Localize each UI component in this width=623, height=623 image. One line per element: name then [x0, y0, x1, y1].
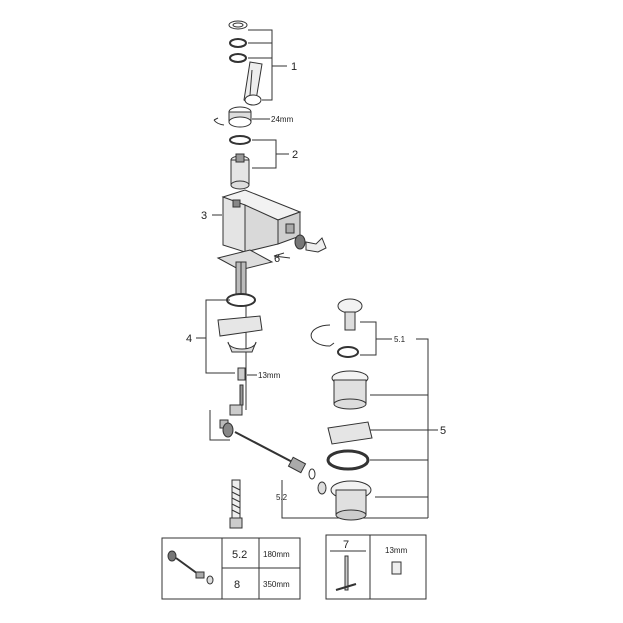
nut-24mm — [213, 106, 252, 128]
table-right-size: 13mm — [385, 546, 408, 555]
label-part-5-2: 5.2 — [276, 493, 288, 502]
part-5-components — [310, 298, 373, 521]
part-5-1-leader — [360, 321, 377, 356]
rod-fittings — [209, 404, 327, 495]
mounting-assembly — [216, 249, 274, 410]
table-left-length-1: 180mm — [263, 550, 290, 559]
table-left-frame — [161, 537, 301, 600]
label-part-5: 5 — [440, 425, 446, 437]
table-right-ref: 7 — [343, 539, 349, 551]
part-5-leader — [416, 338, 429, 518]
part-1-components — [228, 20, 263, 106]
table-left-ref-1: 5.2 — [232, 549, 247, 561]
label-part-4: 4 — [186, 333, 192, 345]
label-part-6: 6 — [274, 253, 280, 265]
part-1-leader — [248, 29, 273, 101]
label-part-2: 2 — [292, 149, 298, 161]
part-2-leader — [252, 139, 277, 169]
faucet-body — [221, 189, 302, 253]
table-right-frame — [325, 534, 427, 600]
tool-illustration — [335, 555, 402, 591]
label-part-5-1: 5.1 — [394, 335, 406, 344]
flex-hose — [229, 479, 243, 529]
label-part-1: 1 — [291, 61, 297, 73]
label-nut-24mm: 24mm — [271, 115, 294, 124]
rod-illustration — [167, 550, 214, 585]
table-left-length-2: 350mm — [263, 580, 290, 589]
part-4-leader — [205, 299, 235, 374]
part-6-components — [294, 234, 327, 253]
label-part-3: 3 — [201, 210, 207, 222]
label-rod-nut-13mm: 13mm — [258, 371, 281, 380]
part-5-2-leader — [281, 480, 428, 519]
table-left-ref-2: 8 — [234, 579, 240, 591]
part-2-components — [229, 135, 251, 190]
part-4-components — [217, 293, 263, 406]
